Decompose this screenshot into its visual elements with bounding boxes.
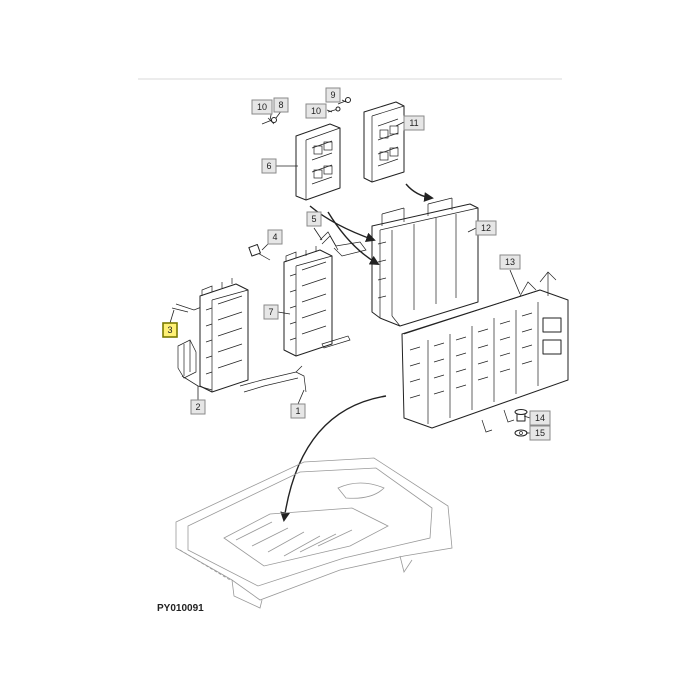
callout-2-label: 2 <box>195 402 200 412</box>
callout-9: 9 <box>325 87 341 103</box>
callout-15: 15 <box>529 425 551 441</box>
callout-7: 7 <box>263 304 279 320</box>
part-11-module <box>363 101 405 183</box>
callout-14-label: 14 <box>535 413 545 423</box>
part-13-pack <box>401 271 569 433</box>
callout-1: 1 <box>290 403 306 419</box>
callout-14: 14 <box>529 410 551 426</box>
washer-15 <box>514 429 528 437</box>
part-1-wire <box>239 365 307 393</box>
callout-9-label: 9 <box>330 90 335 100</box>
callout-7-label: 7 <box>268 307 273 317</box>
callout-8-label: 8 <box>278 100 283 110</box>
screw-9 <box>337 97 351 105</box>
part-12-frame <box>371 197 479 327</box>
screw-10b <box>327 106 341 113</box>
arrow-pack-to-tray <box>280 395 387 522</box>
part-5-bracket <box>319 231 367 257</box>
figure-id: PY010091 <box>157 603 204 614</box>
callout-6: 6 <box>261 158 277 174</box>
callout-11: 11 <box>403 115 425 131</box>
part-7-module <box>283 246 351 357</box>
vehicle-battery-tray <box>175 457 453 609</box>
callout-10a: 10 <box>251 99 273 115</box>
arrow-module-to-frame-b <box>327 211 380 265</box>
screw-8 <box>261 117 277 125</box>
callout-12: 12 <box>475 220 497 236</box>
callout-11-label: 11 <box>409 118 418 128</box>
callout-2: 2 <box>190 399 206 415</box>
bolt-14 <box>514 409 528 422</box>
callout-4-label: 4 <box>272 232 277 242</box>
callout-3: 3 <box>162 322 178 338</box>
leader-lines <box>169 99 531 434</box>
callout-10b-label: 10 <box>311 106 321 116</box>
callout-13: 13 <box>499 254 521 270</box>
callout-8: 8 <box>273 97 289 113</box>
callout-10a-label: 10 <box>257 102 267 112</box>
arrow-module-to-frame-a <box>309 205 376 243</box>
callout-5-label: 5 <box>311 214 316 224</box>
part-2-module <box>177 278 249 393</box>
callout-6-label: 6 <box>266 161 271 171</box>
callout-1-label: 1 <box>295 406 300 416</box>
callout-3-label: 3 <box>167 325 172 335</box>
callout-12-label: 12 <box>481 223 491 233</box>
part-6-module <box>295 123 341 201</box>
callout-4: 4 <box>267 229 283 245</box>
arrow-top-to-frame <box>405 183 434 202</box>
part-4-bolt <box>248 244 271 261</box>
callout-5: 5 <box>306 211 322 227</box>
callout-15-label: 15 <box>535 428 545 438</box>
callout-13-label: 13 <box>505 257 515 267</box>
callout-10b: 10 <box>305 103 327 119</box>
